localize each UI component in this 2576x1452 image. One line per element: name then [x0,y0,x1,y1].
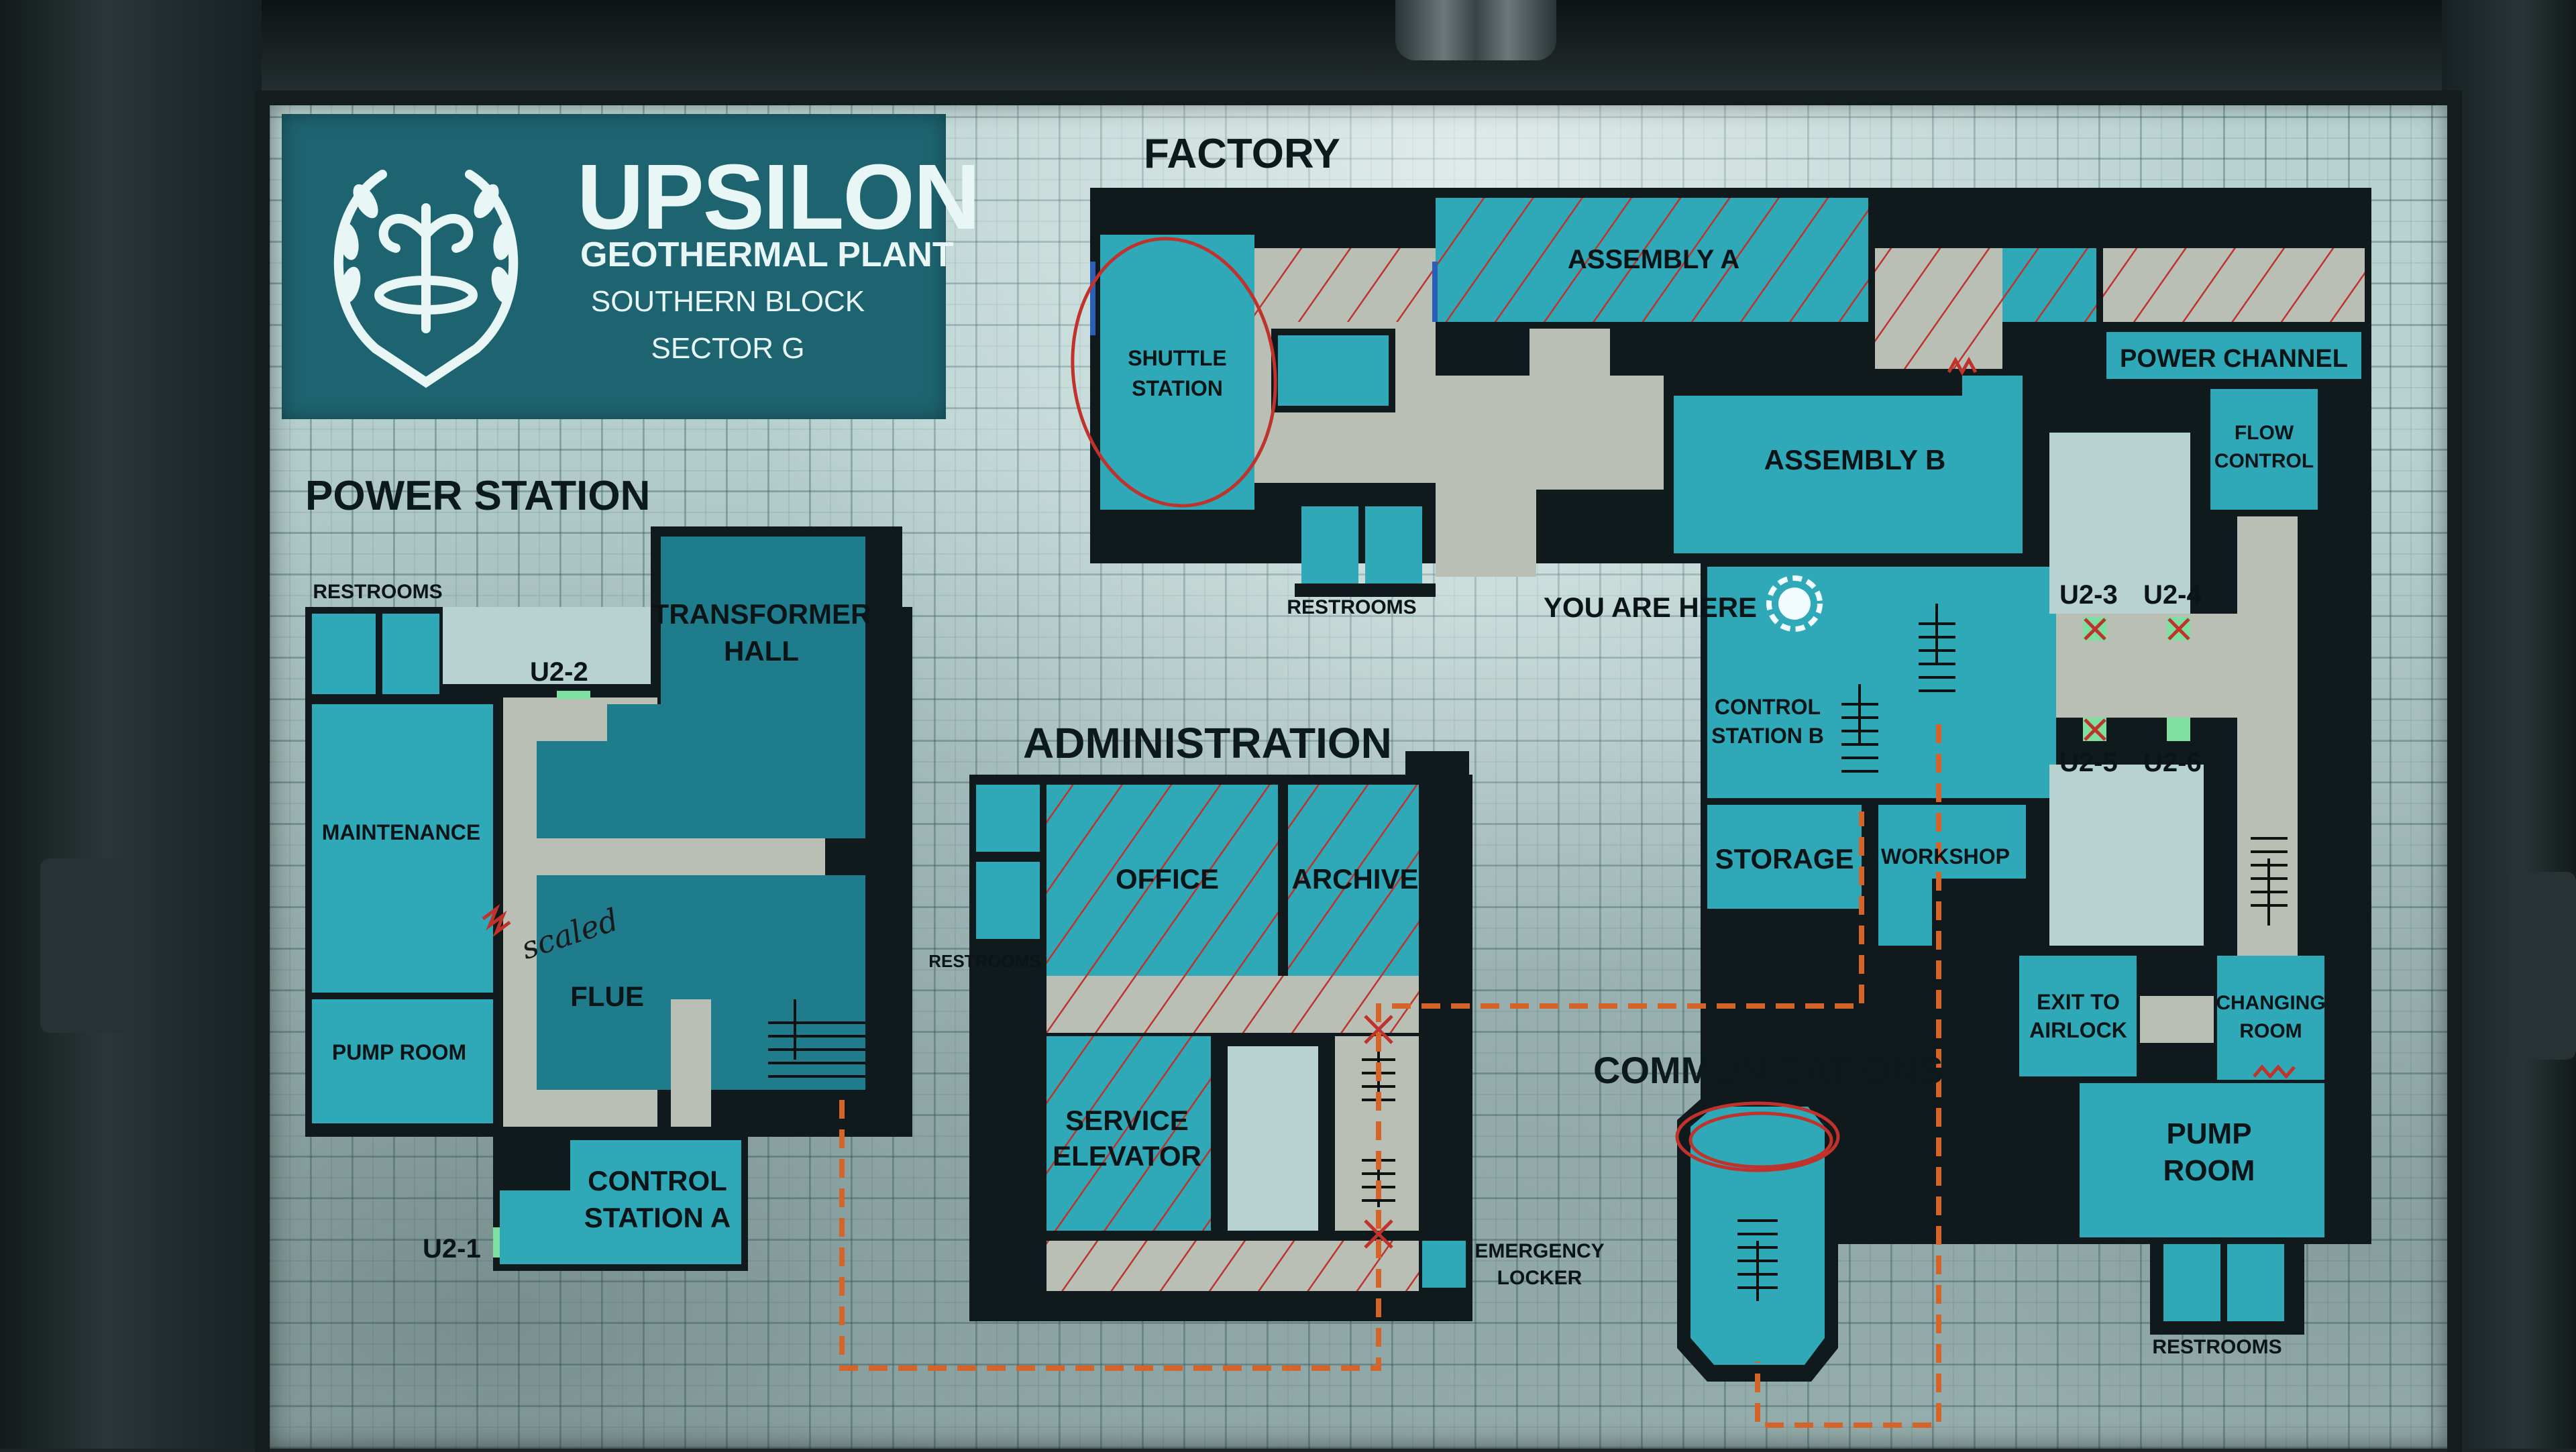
label-flow-control: FLOW [2235,422,2294,444]
label-assembly-b: ASSEMBLY B [1764,444,1946,476]
room-control-station-a[interactable] [570,1140,741,1264]
label-service-elevator: SERVICE [1065,1105,1189,1136]
frame-right [2442,0,2576,1449]
label-pump-room-2: ROOM [2163,1154,2255,1187]
label-pump-room: PUMP [2166,1117,2251,1150]
label-control-station-b: CONTROL [1715,695,1821,719]
door-label-u2-5: U2-5 [2059,748,2118,777]
label-changing-room-2: ROOM [2239,1020,2302,1042]
room-shuttle-station[interactable] [1100,235,1254,510]
label-emergency-locker: EMERGENCY [1474,1240,1604,1262]
title-block: UPSILON GEOTHERMAL PLANT SOUTHERN BLOCK … [282,114,980,419]
label-changing-room: CHANGING [2216,992,2325,1014]
room-communications[interactable] [1690,1107,1825,1365]
label-workshop: WORKSHOP [1881,844,2010,869]
label-exit-to-airlock-2: AIRLOCK [2029,1018,2127,1042]
section-label-power-station: POWER STATION [305,473,650,519]
label-control-station-a: CONTROL [588,1165,727,1196]
administration-section [969,751,1472,1321]
east-section [1701,389,2371,1335]
label-storage: STORAGE [1715,843,1854,875]
label-flue: FLUE [570,981,644,1012]
room-workshop[interactable] [1878,805,2026,879]
label-restrooms-east: RESTROOMS [2152,1336,2282,1358]
frame-top [0,0,2576,101]
frame-bracket-left [40,858,134,1033]
upsilon-logo-icon [333,170,519,388]
room-maintenance[interactable] [312,704,493,993]
power-station-section [305,526,912,1271]
label-emergency-locker-2: LOCKER [1497,1267,1582,1289]
label-control-station-a-2: STATION A [584,1202,731,1233]
label-restrooms-admin: RESTROOMS [928,951,1041,971]
door-label-u2-3: U2-3 [2059,580,2118,610]
door-label-u2-6: U2-6 [2143,748,2202,777]
label-control-station-b-2: STATION B [1711,724,1824,748]
room-pump-room[interactable] [2080,1083,2324,1237]
map-block-label: SOUTHERN BLOCK [590,285,865,318]
room-emergency-locker[interactable] [1422,1241,1466,1288]
room-flow-control[interactable] [2210,389,2318,510]
map-title: UPSILON [577,146,980,249]
factory-section [1090,188,2371,597]
door-label-u2-4: U2-4 [2143,580,2202,610]
room-control-station-b[interactable] [1707,567,2056,798]
room-storage[interactable] [1707,805,1862,909]
section-label-factory: FACTORY [1144,131,1340,177]
label-transformer-hall: TRANSFORMER [652,598,871,630]
label-office: OFFICE [1116,863,1219,895]
door-label-u2-2: U2-2 [530,657,588,687]
label-pump-room-small: PUMP ROOM [332,1040,466,1064]
you-are-here-marker-icon[interactable] [1766,575,1823,632]
label-flow-control-2: CONTROL [2214,450,2314,472]
label-shuttle-station-2: STATION [1132,376,1223,400]
label-shuttle-station: SHUTTLE [1128,346,1227,370]
label-restrooms-factory: RESTROOMS [1287,596,1416,618]
room-power-channel[interactable] [2106,332,2361,379]
room-pump-room-small[interactable] [312,999,493,1123]
ceiling-pipe [1395,0,1556,60]
frame-left [0,0,262,1449]
evacuation-route [839,724,1941,1428]
map-subtitle: GEOTHERMAL PLANT [580,235,954,274]
label-transformer-hall-2: HALL [724,635,799,667]
label-exit-to-airlock: EXIT TO [2037,990,2120,1014]
label-power-channel: POWER CHANNEL [2120,345,2348,373]
label-restrooms-power: RESTROOMS [313,581,442,603]
label-assembly-a: ASSEMBLY A [1568,245,1739,274]
label-you-are-here: YOU ARE HERE [1544,592,1757,623]
room-exit-to-airlock[interactable] [2019,956,2137,1076]
room-changing-room[interactable] [2217,956,2324,1080]
room-assembly-b[interactable] [1674,396,2023,553]
map-sector-label: SECTOR G [651,332,805,365]
label-maintenance: MAINTENANCE [322,820,480,844]
label-archive: ARCHIVE [1291,863,1418,895]
map-labels: FACTORY POWER STATION ADMINISTRATION COM… [305,131,2348,1358]
section-label-communications: COMMUNICATIONS [1593,1049,1943,1091]
frame-bracket-right [2509,872,2576,1060]
communications-section [1675,1093,1840,1382]
label-service-elevator-2: ELEVATOR [1053,1140,1201,1172]
door-label-u2-1: U2-1 [423,1234,481,1264]
section-label-administration: ADMINISTRATION [1023,719,1392,767]
